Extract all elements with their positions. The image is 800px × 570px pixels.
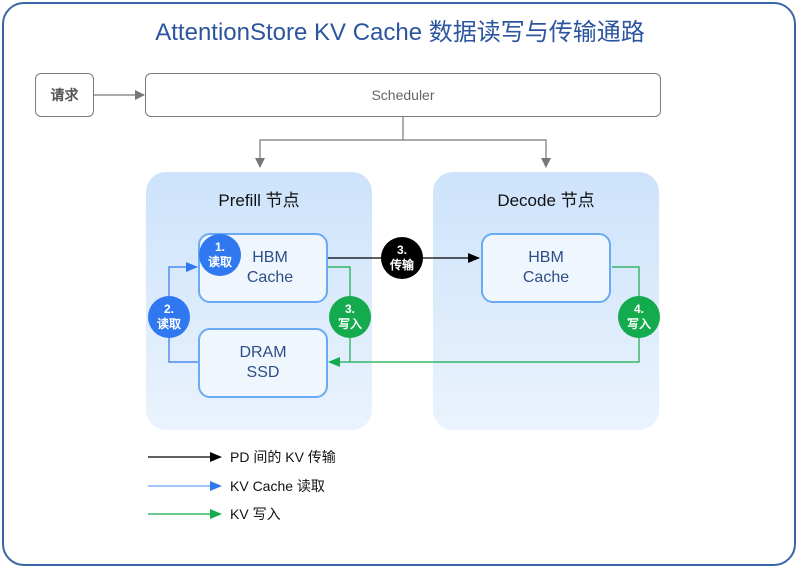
legend-label: PD 间的 KV 传输 — [230, 449, 336, 465]
scheduler-label: Scheduler — [371, 87, 435, 103]
badge-step: 3. — [396, 243, 407, 257]
prefill-dram-ssd-box: DRAM SSD — [198, 328, 328, 398]
scheduler-box: Scheduler — [145, 73, 661, 117]
badge-step: 2. — [163, 302, 174, 316]
legend-item-transfer: PD 间的 KV 传输 — [148, 446, 336, 468]
badge-label: 读取 — [156, 317, 181, 331]
prefill-hbm-label-line2: Cache — [246, 269, 294, 286]
legend-blue-arrow-icon — [148, 481, 222, 491]
badge-step: 3. — [344, 302, 355, 316]
prefill-dram-label-line1: DRAM — [239, 344, 287, 361]
prefill-node-title: Prefill 节点 — [218, 191, 300, 210]
decode-hbm-label-line1: HBM — [528, 249, 564, 266]
decode-hbm-cache-box: HBM Cache — [481, 233, 611, 303]
badge-label: 传输 — [389, 258, 414, 272]
scheduler-to-prefill-arrow — [255, 117, 404, 168]
badge-step: 1. — [214, 240, 225, 254]
badge-label: 写入 — [626, 317, 651, 331]
step-badge-3-write: 3. 写入 — [329, 296, 371, 338]
legend-item-write: KV 写入 — [148, 503, 281, 525]
scheduler-to-decode-arrow — [403, 139, 551, 168]
badge-label: 读取 — [207, 255, 232, 269]
badge-label: 写入 — [337, 317, 362, 331]
legend-label: KV 写入 — [230, 506, 281, 522]
legend-label: KV Cache 读取 — [230, 478, 325, 494]
request-box: 请求 — [35, 73, 94, 117]
legend-black-arrow-icon — [148, 452, 222, 462]
decode-node-title: Decode 节点 — [497, 191, 595, 210]
prefill-dram-label-line2: SSD — [246, 364, 280, 381]
request-label: 请求 — [50, 87, 79, 103]
diagram-title: AttentionStore KV Cache 数据读写与传输通路 — [155, 19, 645, 46]
legend-item-read: KV Cache 读取 — [148, 475, 325, 497]
step-badge-1-read: 1. 读取 — [199, 234, 241, 276]
legend-green-arrow-icon — [148, 509, 222, 519]
badge-step: 4. — [633, 302, 644, 316]
step-badge-2-read: 2. 读取 — [148, 296, 190, 338]
step-badge-4-write: 4. 写入 — [618, 296, 660, 338]
prefill-hbm-label-line1: HBM — [252, 249, 288, 266]
step-badge-3-transfer: 3. 传输 — [381, 237, 423, 279]
decode-hbm-label-line2: Cache — [522, 269, 570, 286]
